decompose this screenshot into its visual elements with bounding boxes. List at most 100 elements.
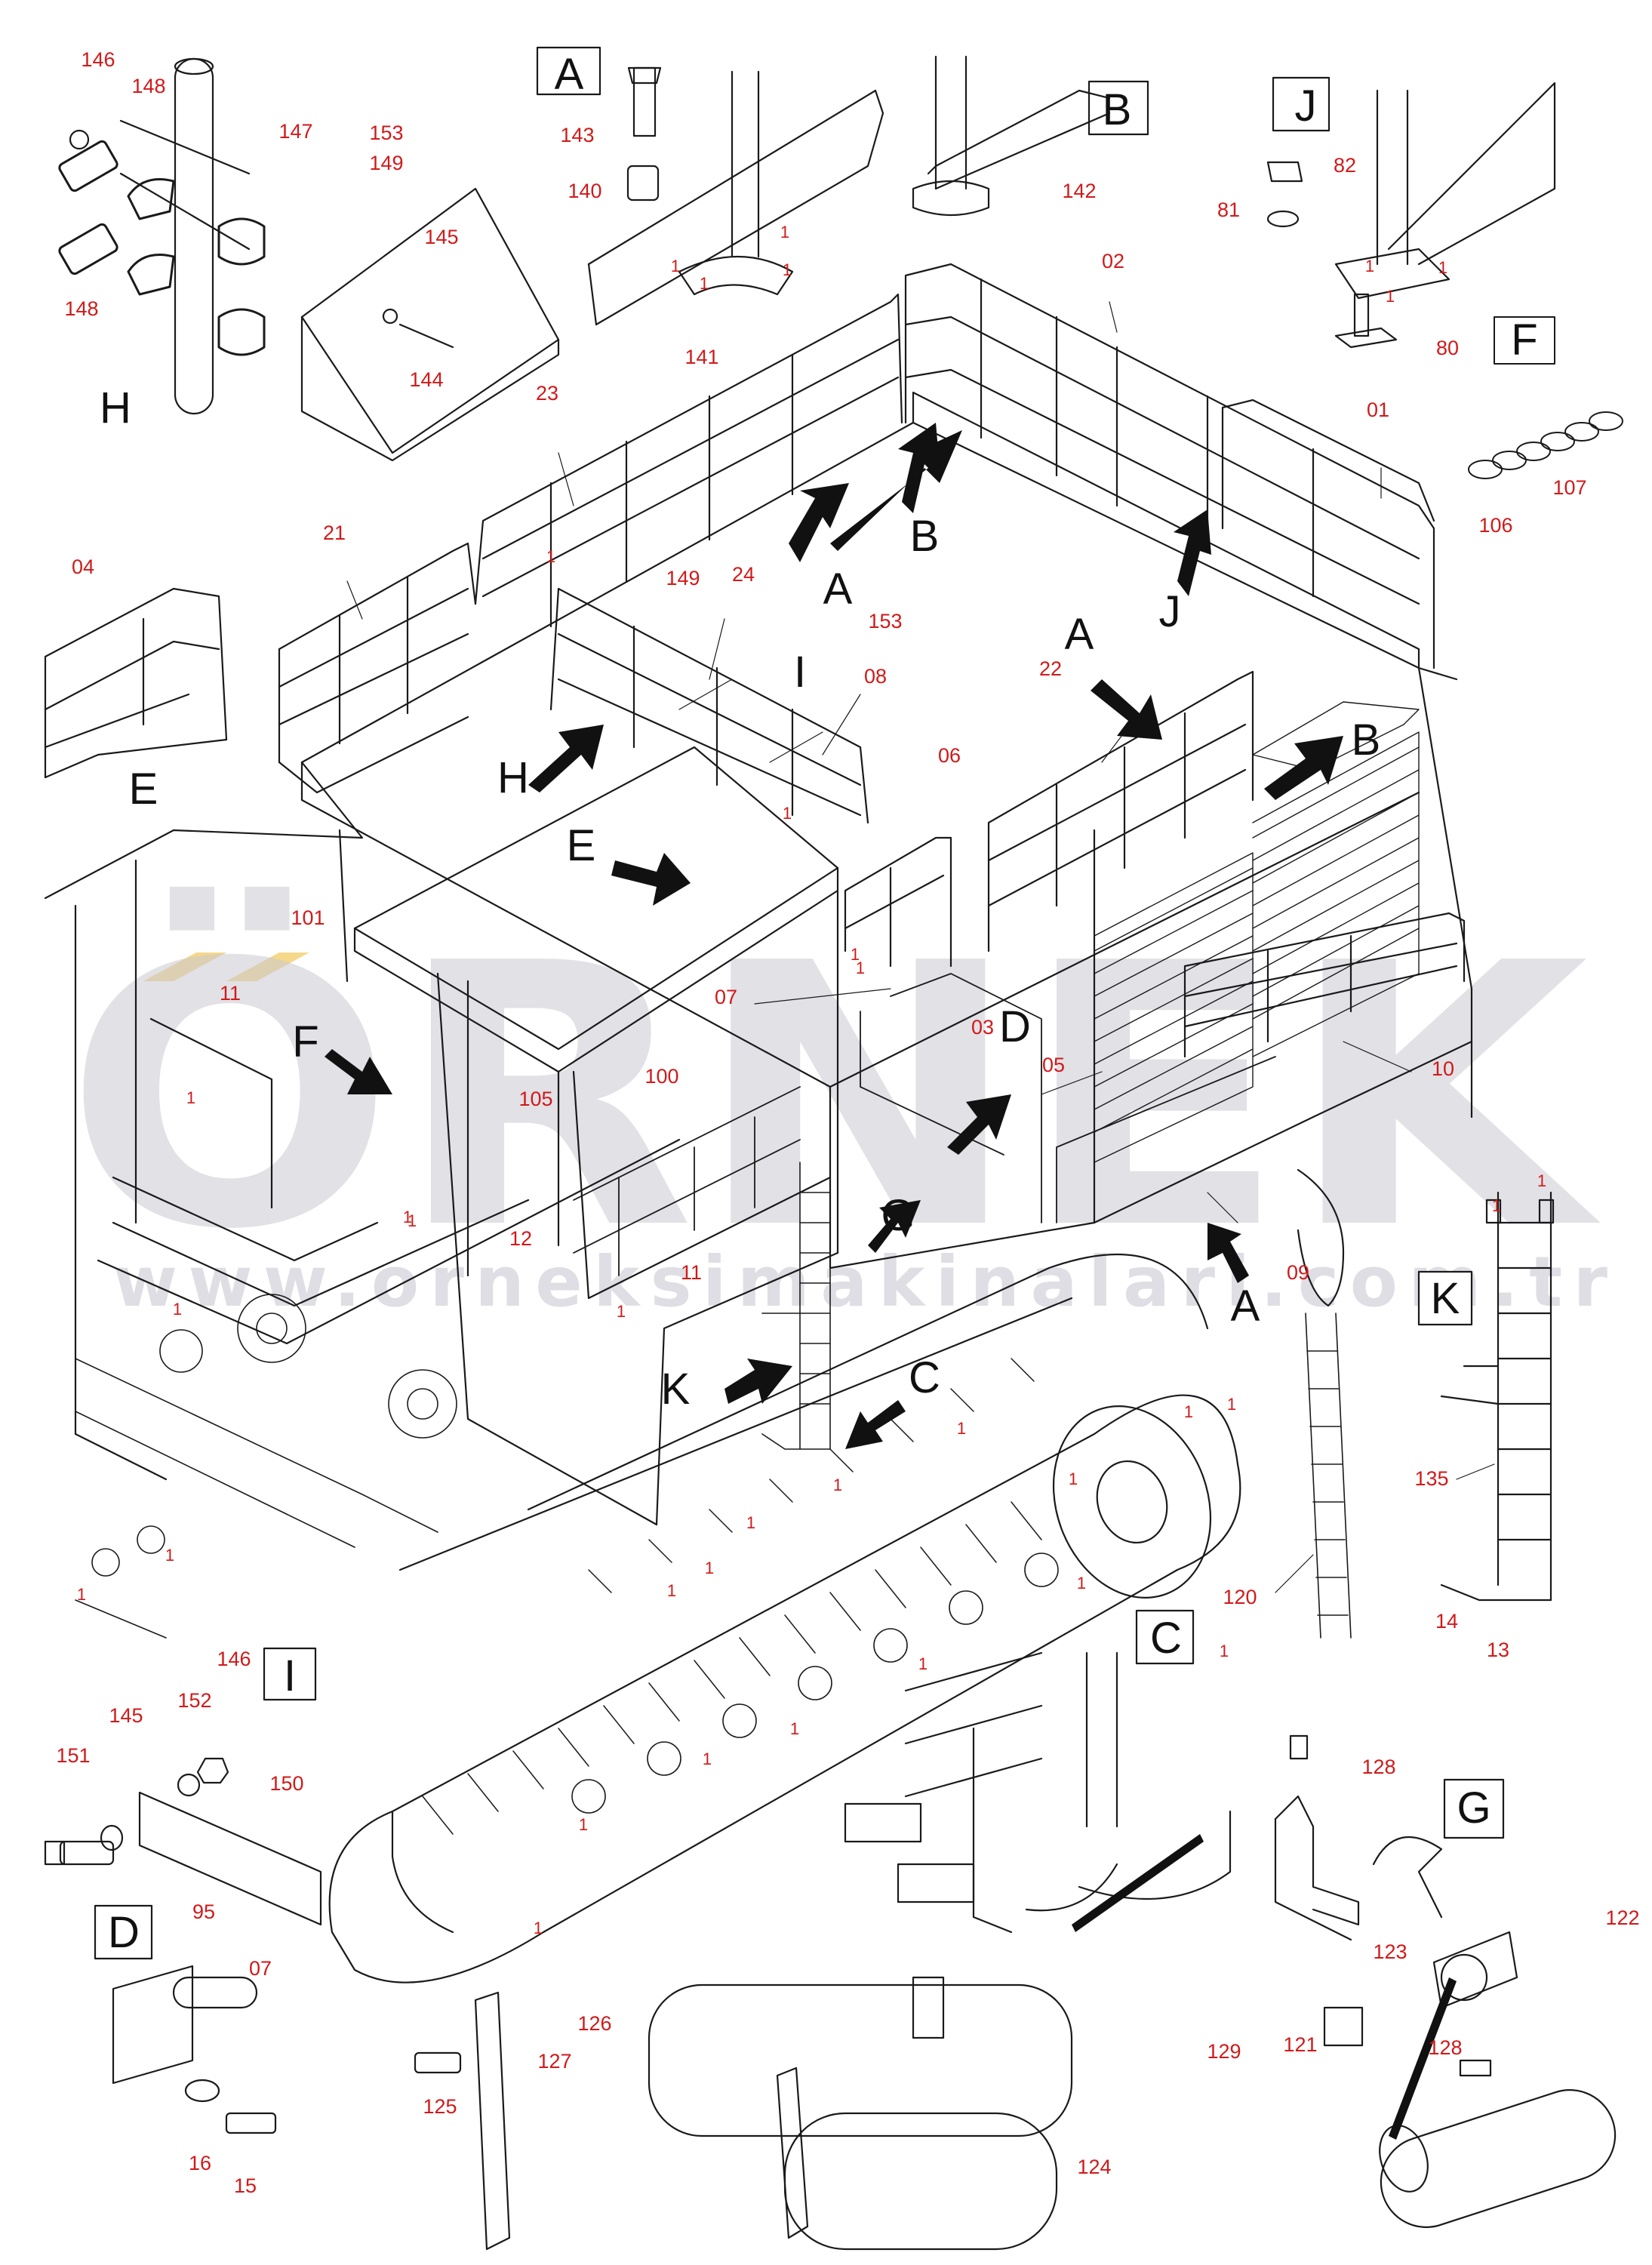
arrow-letter-c: C (909, 1353, 940, 1402)
view-letter-b-box: J (1295, 82, 1317, 131)
label-04: 04 (72, 555, 94, 578)
engine-hood (44, 761, 681, 1481)
label-08: 08 (864, 665, 887, 688)
label-24: 24 (732, 563, 755, 586)
label-d-15: 15 (234, 2174, 257, 2197)
view-letter-i-box: I (284, 1651, 296, 1700)
label-h-153: 153 (369, 122, 403, 144)
cable-loop (1297, 1168, 1345, 1307)
ref-mark: 1 (1537, 1171, 1546, 1190)
ref-mark: 1 (408, 1211, 417, 1230)
label-06: 06 (938, 744, 961, 767)
handrail-06 (844, 836, 952, 968)
label-09: 09 (1287, 1261, 1309, 1284)
view-d (94, 1904, 277, 2134)
label-i-145: 145 (109, 1704, 143, 1727)
label-01: 01 (1367, 399, 1389, 421)
ref-mark: 1 (1069, 1469, 1078, 1488)
label-g-122: 122 (1605, 1906, 1639, 1929)
ref-mark: 1 (833, 1476, 842, 1494)
view-h (58, 57, 560, 462)
label-23: 23 (536, 382, 558, 405)
ref-mark: 1 (667, 1581, 676, 1600)
view-letter-a-box: A (555, 50, 584, 99)
view-k (1417, 1191, 1555, 1602)
arrow-a-left (789, 483, 849, 562)
arrow-letter-f: F (292, 1017, 318, 1066)
handrail-10 (1183, 912, 1466, 1058)
watermark: ÖRNEK www.orneksimakinalari.com.tr (64, 883, 1608, 1322)
label-g-128b: 128 (1428, 2036, 1462, 2059)
label-11b: 11 (681, 1261, 702, 1284)
ref-mark: 1 (1438, 258, 1447, 277)
label-149: 149 (666, 567, 700, 589)
ref-mark: 1 (579, 1815, 588, 1834)
view-i (44, 1647, 322, 1926)
label-120: 120 (1223, 1586, 1257, 1608)
label-b-80: 80 (1436, 337, 1459, 359)
view-j (912, 55, 1149, 217)
view-letter-f-box: F (1511, 315, 1537, 365)
label-h-149: 149 (369, 152, 403, 174)
label-a-140: 140 (568, 180, 601, 202)
view-a-frame (536, 46, 601, 96)
ladder-g (761, 1146, 831, 1450)
label-g-129: 129 (1207, 2040, 1241, 2063)
arrow-h (528, 725, 604, 792)
ref-mark: 1 (790, 1719, 799, 1738)
crawler-track (328, 1253, 1241, 1983)
view-letter-c-box: C (1150, 1614, 1182, 1663)
arrow-g (868, 1200, 921, 1253)
view-f-chain (1468, 316, 1623, 479)
ref-mark: 1 (856, 959, 865, 977)
label-h-148a: 148 (131, 75, 165, 97)
label-g-123: 123 (1373, 1940, 1407, 1963)
ref-mark: 1 (783, 260, 792, 279)
arrow-d (947, 1094, 1011, 1155)
arrow-letter-a1: A (823, 565, 853, 614)
arrow-letter-e: E (567, 821, 596, 870)
label-100: 100 (644, 1065, 678, 1088)
label-106: 106 (1478, 514, 1512, 537)
label-12: 12 (509, 1227, 532, 1250)
label-11a: 11 (220, 982, 241, 1005)
arrow-letter-d: D (999, 1002, 1031, 1051)
label-105: 105 (518, 1088, 552, 1110)
ref-mark: 1 (1220, 1642, 1229, 1660)
ref-mark: 1 (957, 1419, 966, 1438)
arrows (325, 423, 1457, 2140)
ref-mark: 1 (173, 1300, 182, 1319)
view-letter-k-box: K (1431, 1274, 1460, 1323)
wedge-c (1072, 1834, 1204, 1932)
label-h-148b: 148 (64, 297, 98, 320)
watermark-accent-right (226, 952, 309, 981)
ref-mark: 1 (403, 1208, 412, 1226)
label-h-147: 147 (278, 120, 312, 143)
watermark-accent-left (143, 952, 226, 981)
handrail-07 (573, 973, 1276, 1276)
view-letter-e-box: E (129, 765, 158, 814)
ref-mark: 1 (780, 223, 789, 242)
label-a-141: 141 (684, 346, 718, 368)
label-c-124: 124 (1077, 2156, 1111, 2178)
label-h-145: 145 (424, 226, 458, 248)
label-g-128a: 128 (1361, 1756, 1395, 1778)
ref-mark: 1 (186, 1088, 195, 1107)
arrow-k (724, 1359, 792, 1404)
reference-marks: 1 1 1 1 1 1 1 1 1 1 1 1 1 1 1 1 1 1 1 1 … (77, 223, 1546, 1937)
arrow-letter-j1: B (910, 512, 940, 561)
label-i-152: 152 (177, 1689, 211, 1712)
view-c (414, 1609, 1232, 2251)
part-labels: 02 01 23 21 24 149 153 08 06 22 101 11 0… (56, 48, 1639, 2197)
label-d-16: 16 (189, 2152, 211, 2174)
ref-mark: 1 (1184, 1402, 1193, 1421)
view-a (536, 46, 884, 326)
label-135: 135 (1414, 1467, 1448, 1490)
arrow-letter-h: H (497, 753, 529, 802)
label-k-13: 13 (1487, 1639, 1509, 1661)
arrow-a-deck (830, 430, 962, 551)
label-g-121: 121 (1283, 2033, 1317, 2056)
ladder-120 (1305, 1313, 1352, 1639)
label-i-150: 150 (269, 1772, 303, 1795)
